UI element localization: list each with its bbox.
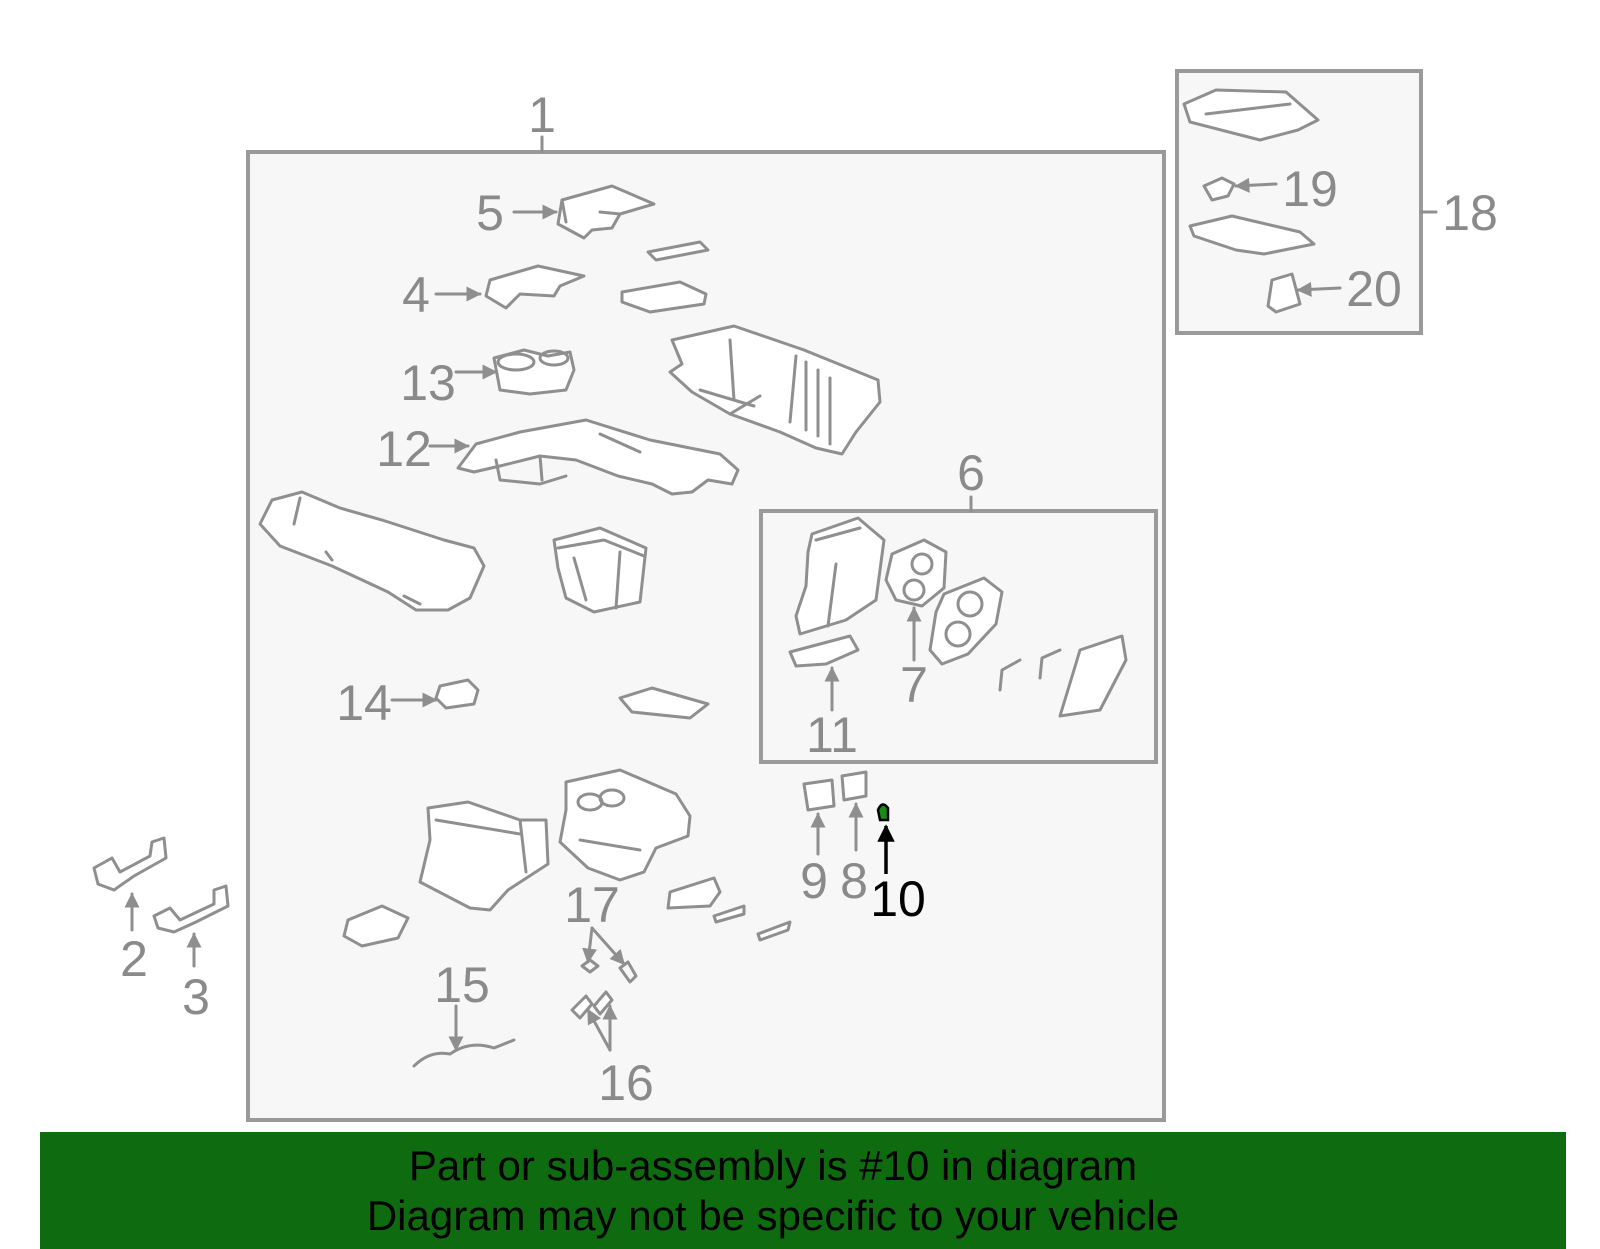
part-storage-bin xyxy=(552,526,648,614)
part-bezel-lower xyxy=(666,876,722,910)
callout-6: 6 xyxy=(957,445,985,501)
part-2-bracket xyxy=(92,836,168,892)
part-console-side-left xyxy=(258,490,486,612)
footer-line-1: Part or sub-assembly is #10 in diagram xyxy=(408,1141,1138,1189)
callout-19: 19 xyxy=(1282,161,1338,217)
leader-lines xyxy=(124,177,1342,1052)
callout-2: 2 xyxy=(120,931,148,987)
part-console-side-upper xyxy=(668,324,882,456)
part-3-bracket xyxy=(152,884,230,934)
callout-14: 14 xyxy=(336,675,392,731)
footer-line-2: Diagram may not be specific to your vehi… xyxy=(366,1191,1180,1239)
part-hook-b xyxy=(1038,648,1062,680)
part-13-cupholder xyxy=(492,348,576,396)
part-15-harness xyxy=(412,1038,516,1068)
callout-8: 8 xyxy=(840,853,868,909)
part-shift-trim xyxy=(342,904,410,948)
footer-banner: Part or sub-assembly is #10 in diagram D… xyxy=(40,1132,1566,1249)
part-tray xyxy=(620,280,708,314)
part-hook-a xyxy=(998,658,1022,692)
part-14-clip xyxy=(434,678,480,710)
part-strip-b xyxy=(756,920,792,942)
callout-18: 18 xyxy=(1442,185,1498,241)
part-9-clip xyxy=(802,778,836,812)
part-mat xyxy=(618,686,710,720)
callout-11: 11 xyxy=(806,707,858,763)
callout-20: 20 xyxy=(1346,261,1402,317)
part-7-ring xyxy=(884,538,948,608)
callout-10[interactable]: 10 xyxy=(870,871,926,927)
part-18-armrest-lid xyxy=(1182,88,1320,142)
part-strip-a xyxy=(712,904,746,924)
part-4-lid xyxy=(484,264,586,310)
part-hinge-frame xyxy=(1188,214,1316,256)
part-10-clip[interactable] xyxy=(876,803,890,822)
parts-diagram: 1 5 4 13 12 6 7 11 14 9 8 10 17 15 16 2 … xyxy=(92,69,1498,1122)
callout-15: 15 xyxy=(434,957,490,1013)
part-8-clip xyxy=(840,770,868,802)
callout-16: 16 xyxy=(598,1055,654,1111)
part-19-latch xyxy=(1202,176,1236,202)
part-lower-bin xyxy=(418,800,550,912)
part-console-base xyxy=(558,768,692,882)
part-cupholder-insert xyxy=(928,576,1004,666)
part-16-clip-a xyxy=(570,994,594,1020)
assembly-box-1 xyxy=(246,150,1166,1122)
callout-4: 4 xyxy=(402,267,430,323)
callout-12: 12 xyxy=(376,421,432,477)
callout-9: 9 xyxy=(800,853,828,909)
part-grille xyxy=(646,240,710,262)
callout-5: 5 xyxy=(476,185,504,241)
part-6-bezel xyxy=(794,516,886,636)
part-11-trim xyxy=(788,634,860,668)
callout-13: 13 xyxy=(400,355,456,411)
callout-3: 3 xyxy=(182,969,210,1025)
part-20-bracket xyxy=(1266,272,1302,314)
part-end-cap xyxy=(1058,634,1128,718)
callout-1: 1 xyxy=(528,87,556,143)
callout-7: 7 xyxy=(900,657,928,713)
assembly-box-6 xyxy=(759,509,1158,764)
part-12-bracket xyxy=(456,418,740,496)
callout-17: 17 xyxy=(564,877,620,933)
part-5-lid xyxy=(556,184,656,240)
